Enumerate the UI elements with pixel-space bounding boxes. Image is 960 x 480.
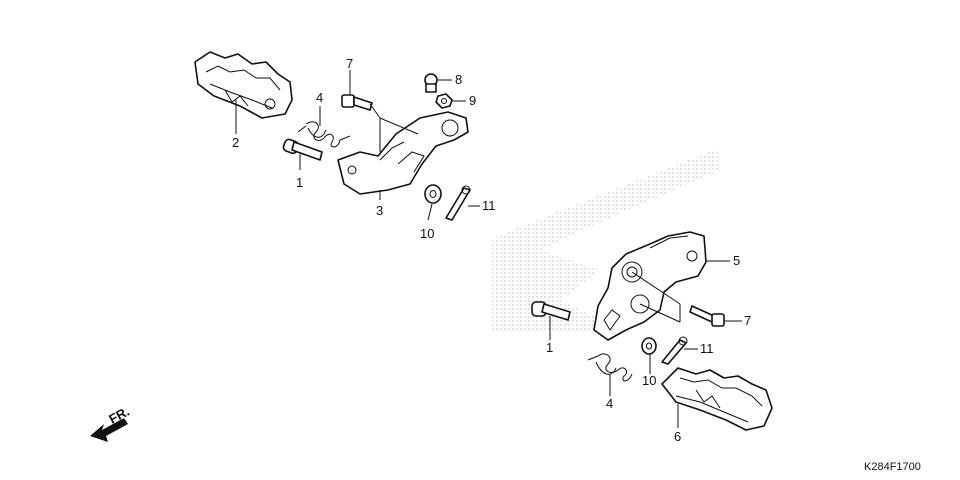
footpeg-left: [194, 51, 293, 119]
bolt-upper: [341, 94, 373, 111]
callout-1-upper: 1: [296, 175, 303, 190]
callout-4-upper: 4: [316, 90, 323, 105]
callout-7-upper: 7: [346, 56, 353, 71]
spring-right: [587, 353, 633, 382]
front-direction-label: FR.: [106, 404, 132, 427]
callout-7-lower: 7: [744, 313, 751, 328]
leader-lines-lower: [549, 260, 742, 428]
bracket-right: [593, 231, 707, 341]
callout-8: 8: [455, 72, 462, 87]
callout-10-upper: 10: [420, 226, 434, 241]
washer-upper: [424, 184, 442, 204]
bracket-left: [337, 111, 469, 195]
callout-5: 5: [733, 253, 740, 268]
callout-10-lower: 10: [642, 373, 656, 388]
diagram-code: K284F1700: [864, 461, 921, 473]
frame-background: [490, 148, 720, 332]
footpeg-right: [661, 367, 773, 431]
callout-1-lower: 1: [546, 340, 553, 355]
pin-left: [282, 138, 323, 161]
cotter-pin-upper: [445, 185, 471, 221]
bolt-lower: [689, 305, 725, 327]
callout-11-lower: 11: [700, 341, 714, 356]
front-direction-arrow: FR.: [90, 404, 132, 442]
cotter-pin-lower: [661, 336, 688, 365]
callout-2: 2: [232, 135, 239, 150]
nut-9: [435, 93, 453, 109]
callout-4-lower: 4: [606, 396, 613, 411]
pin-right: [531, 301, 571, 321]
callout-3: 3: [376, 203, 383, 218]
leader-lines-upper: [235, 70, 480, 221]
spring-left: [297, 121, 351, 148]
callout-9: 9: [469, 93, 476, 108]
bolt-8: [424, 73, 438, 93]
washer-lower: [641, 337, 657, 355]
callout-6: 6: [674, 429, 681, 444]
callout-11-upper: 11: [482, 198, 496, 213]
